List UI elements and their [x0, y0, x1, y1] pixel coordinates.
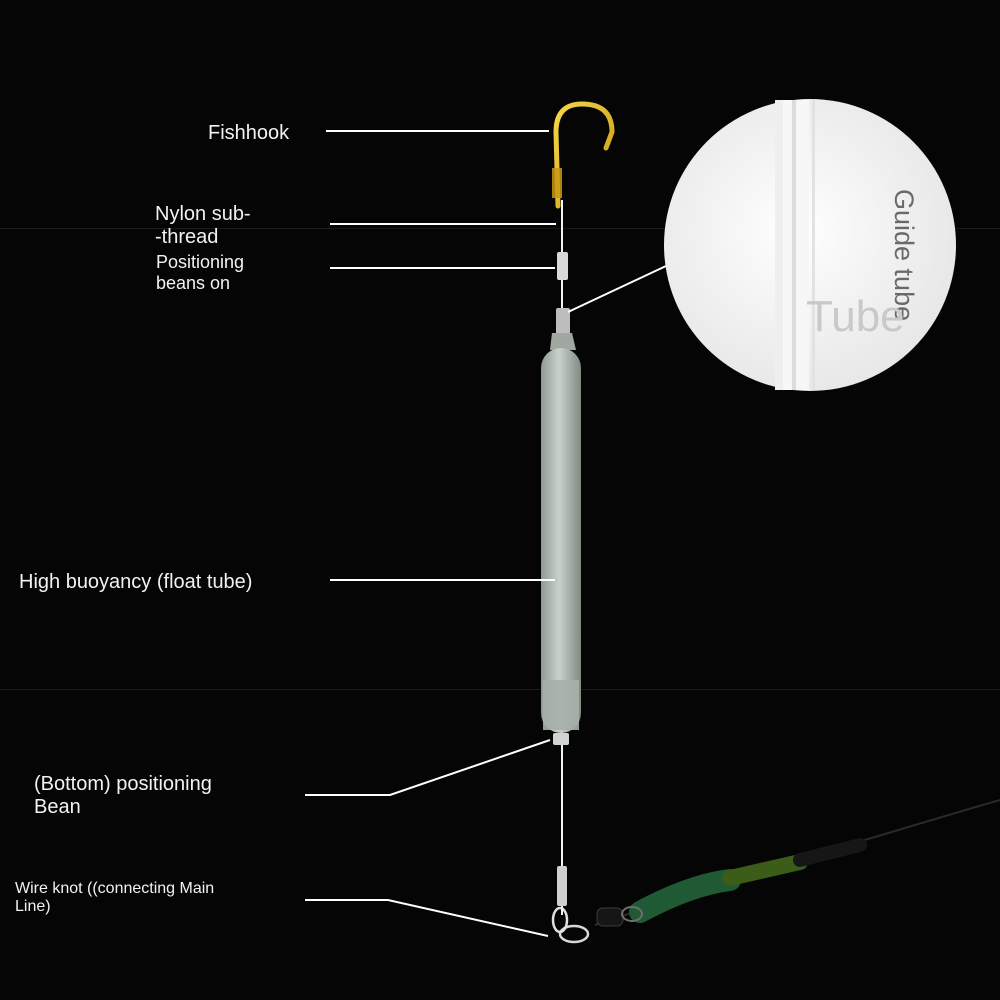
swivel [551, 906, 643, 944]
background-band-edge [0, 689, 1000, 690]
background-band-edge [0, 228, 1000, 229]
label-nylon-sub-thread: Nylon sub- -thread [155, 203, 251, 248]
label-positioning-beans: Positioning beans on [156, 252, 245, 293]
magnifier-tube-label: Tube [806, 292, 905, 341]
label-fishhook: Fishhook [208, 122, 290, 144]
guide-tube-connector [556, 308, 570, 334]
label-bottom-bean: (Bottom) positioning Bean [34, 773, 212, 818]
label-wire-knot: Wire knot ((connecting Main Line) [15, 880, 215, 916]
magnifier-circle [664, 99, 956, 391]
fishhook-icon [552, 101, 615, 209]
callout-lines [305, 130, 667, 937]
main-line [594, 799, 1000, 926]
wire-knot [557, 866, 567, 906]
float-tube [541, 333, 581, 745]
positioning-bean-top [557, 252, 568, 280]
label-float-tube: High buoyancy (float tube) [19, 571, 253, 593]
